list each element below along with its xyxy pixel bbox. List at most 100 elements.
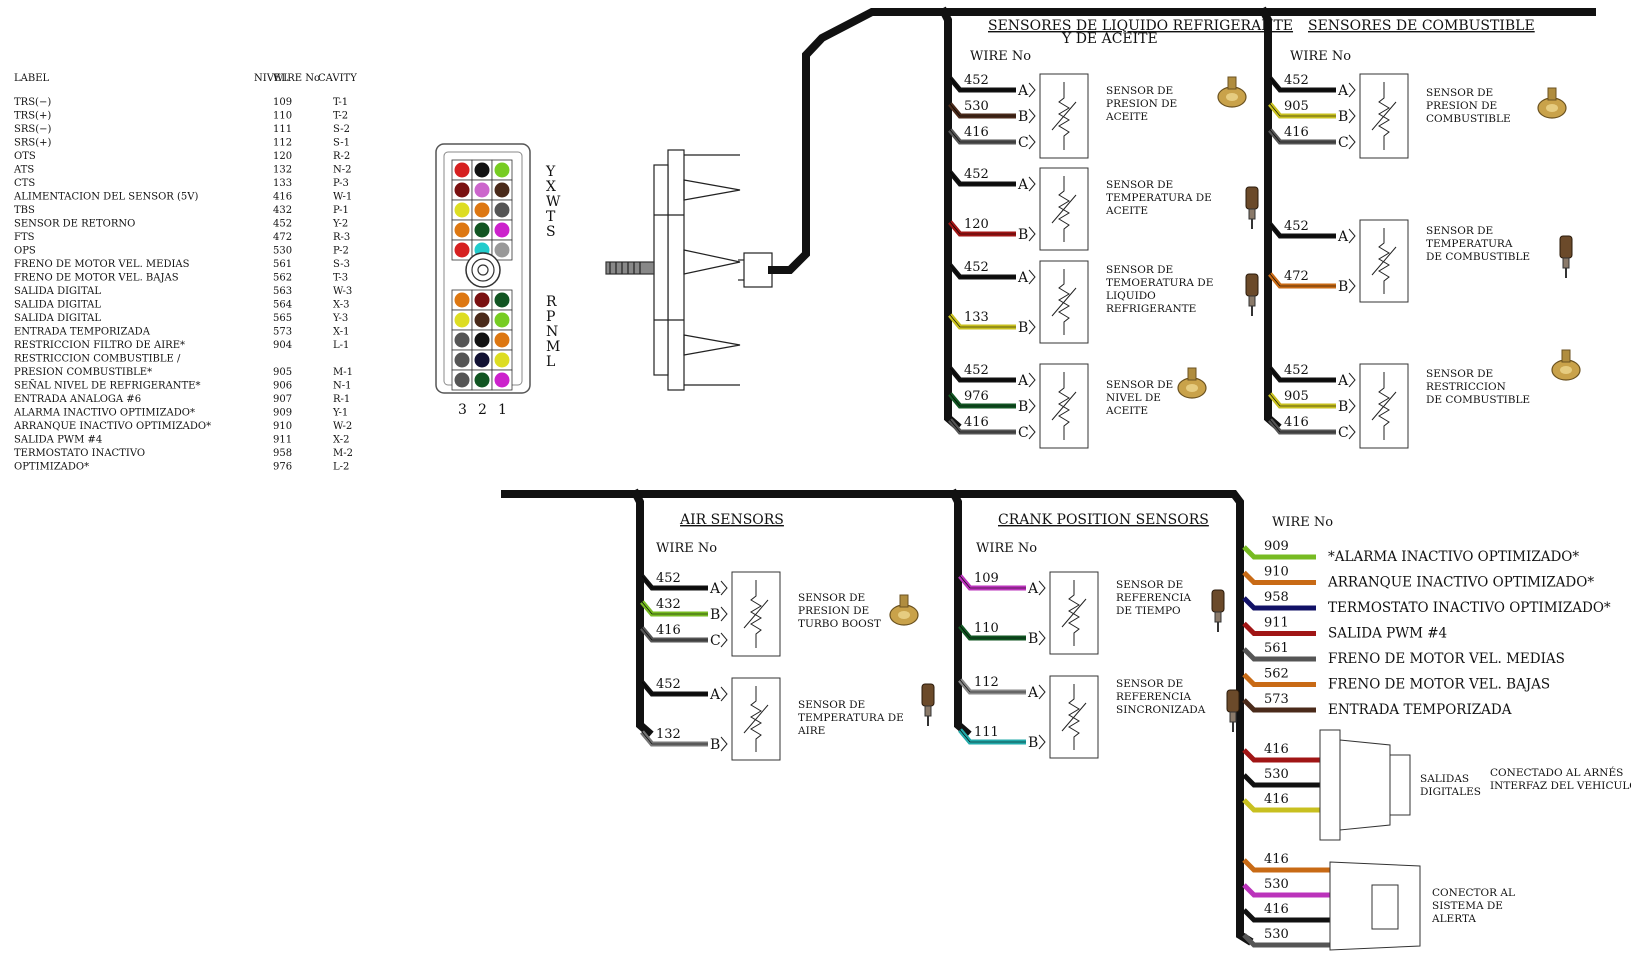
variable-arrow xyxy=(1051,287,1077,317)
table-header-overlap: NIVEL xyxy=(254,73,288,84)
table-row-label: ARRANQUE INACTIVO OPTIMIZADO* xyxy=(13,421,211,432)
resistor-symbol xyxy=(1068,580,1080,646)
digital-outputs-label: SALIDAS xyxy=(1420,773,1469,785)
output-label: ARRANQUE INACTIVO OPTIMIZADO* xyxy=(1327,575,1594,591)
wire-number: 132 xyxy=(656,727,681,742)
sensor-label: TEMOERATURA DE xyxy=(1106,277,1213,289)
sensor-label: PRESION DE xyxy=(798,605,869,617)
pin-cavity-bottom xyxy=(494,352,510,368)
alert-connector-label: ALERTA xyxy=(1431,913,1476,925)
row-letter: T xyxy=(546,209,556,225)
table-row-label: TERMOSTATO INACTIVO xyxy=(14,448,145,459)
table-row-wire: 565 xyxy=(273,313,292,324)
pin-letter: A xyxy=(1017,373,1029,389)
table-row-label: FTS xyxy=(14,232,35,243)
table-row-label: FRENO DE MOTOR VEL. BAJAS xyxy=(14,273,179,284)
sensor-picture xyxy=(1559,235,1573,279)
wire-number: 452 xyxy=(1284,363,1309,378)
digital-outputs-note: INTERFAZ DEL VEHICULO xyxy=(1490,780,1631,792)
sensor-picture xyxy=(1551,349,1581,381)
table-row-label: TBS xyxy=(14,205,35,216)
wire-outline xyxy=(641,731,708,745)
alert-connector-latch xyxy=(1371,884,1399,930)
sensor-picture xyxy=(1177,367,1207,399)
pin-cavity-bottom xyxy=(454,372,470,388)
pin-cavity-top xyxy=(494,222,510,238)
table-row-cavity: T-3 xyxy=(333,273,348,284)
sensor-label: AIRE xyxy=(797,725,825,737)
wire-outline xyxy=(949,129,1016,143)
sensor-picture xyxy=(921,683,935,727)
wire-number: 472 xyxy=(1284,269,1309,284)
row-letter: N xyxy=(546,324,558,340)
table-row-wire: 958 xyxy=(273,448,292,459)
wire xyxy=(1242,858,1332,873)
wire-number: 958 xyxy=(1264,590,1289,605)
table-row-cavity: W-1 xyxy=(333,192,352,203)
digital-connector-body xyxy=(1319,729,1341,841)
sensor-label: SENSOR DE xyxy=(1106,379,1173,391)
sensor-label: REFRIGERANTE xyxy=(1106,303,1196,315)
wire-outline xyxy=(949,221,1016,235)
pin-cavity-bottom xyxy=(454,312,470,328)
wire-no-header-crank: WIRE No xyxy=(976,541,1037,556)
pin-arrow xyxy=(1348,372,1356,388)
table-row-wire: 904 xyxy=(273,340,292,351)
table-row-cavity: Y-3 xyxy=(332,313,348,324)
resistor-symbol xyxy=(1058,176,1070,242)
pin-cavity-top xyxy=(494,182,510,198)
wire-outline xyxy=(949,393,1016,407)
pin-arrow xyxy=(1028,424,1036,440)
wire-number: 530 xyxy=(1264,927,1289,942)
row-letter: P xyxy=(546,309,555,325)
table-row-label: ALIMENTACION DEL SENSOR (5V) xyxy=(13,192,198,203)
table-row-cavity: L-1 xyxy=(333,340,349,351)
resistor-symbol xyxy=(1378,82,1390,150)
pin-arrow xyxy=(1038,580,1046,596)
wire-number: 110 xyxy=(974,621,999,636)
pin-cavity-bottom xyxy=(494,312,510,328)
pin-letter: B xyxy=(1028,631,1038,647)
sensor-label: SINCRONIZADA xyxy=(1116,704,1206,716)
table-row-cavity: X-1 xyxy=(333,327,350,338)
connector-key xyxy=(465,252,501,288)
pin-letter: A xyxy=(709,581,721,597)
table-row-wire: 563 xyxy=(273,286,292,297)
sensor-label: SENSOR DE xyxy=(1106,85,1173,97)
table-row-label: SALIDA DIGITAL xyxy=(14,286,101,297)
wire-outline xyxy=(1269,103,1336,117)
table-row-label: OPS xyxy=(14,246,36,257)
table-row-cavity: S-3 xyxy=(333,259,350,270)
variable-arrow xyxy=(1061,598,1087,628)
pin-letter: C xyxy=(1338,135,1349,151)
sensor-label: SENSOR DE xyxy=(1426,87,1493,99)
pin-letter: C xyxy=(1018,425,1029,441)
table-row-wire: 573 xyxy=(273,327,292,338)
table-row-wire: 906 xyxy=(273,381,292,392)
table-row-cavity: Y-1 xyxy=(332,408,348,419)
table-row-cavity: M-1 xyxy=(333,367,353,378)
wire-number: 416 xyxy=(964,415,989,430)
pin-cavity-top xyxy=(474,162,490,178)
pin-arrow xyxy=(1348,82,1356,98)
wire xyxy=(1242,621,1316,636)
sensor-label: RESTRICCION xyxy=(1426,381,1506,393)
variable-arrow xyxy=(743,704,769,734)
wire-outline xyxy=(1269,419,1336,433)
pin-arrow xyxy=(720,736,728,752)
sensor-label: REFERENCIA xyxy=(1116,691,1191,703)
digital-outputs-label: DIGITALES xyxy=(1420,786,1481,798)
pin-cavity-top xyxy=(474,182,490,198)
pin-letter: B xyxy=(1338,279,1348,295)
wire-outline xyxy=(949,314,1016,328)
wire-number: 416 xyxy=(1264,902,1289,917)
pin-letter: A xyxy=(709,687,721,703)
wire xyxy=(1242,570,1316,585)
wire-number: 416 xyxy=(1264,792,1289,807)
sensor-label: SENSOR DE xyxy=(1426,225,1493,237)
